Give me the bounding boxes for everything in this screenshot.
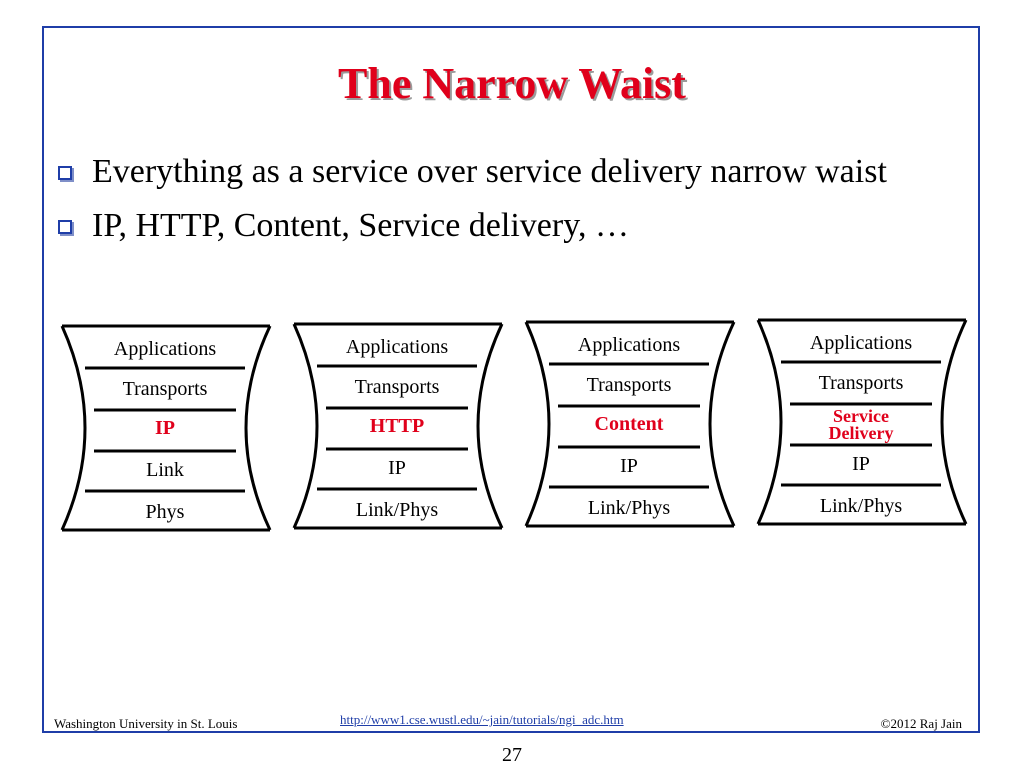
hourglass-shape bbox=[60, 324, 272, 532]
layer-applications: Applications bbox=[809, 332, 913, 354]
page-number: 27 bbox=[502, 744, 522, 766]
layer-link-phys: Link/Phys bbox=[819, 495, 903, 517]
footer-copyright: ©2012 Raj Jain bbox=[880, 716, 962, 731]
square-bullet-icon bbox=[58, 166, 72, 180]
bullet-text: Everything as a service over service del… bbox=[92, 153, 887, 190]
layer-ip: IP bbox=[388, 457, 406, 479]
layer-link: Link bbox=[146, 459, 184, 481]
layer-phys: Phys bbox=[145, 501, 185, 523]
layer-applications: Applications bbox=[113, 338, 217, 360]
layer-waist-highlight: Content bbox=[594, 413, 664, 435]
bullet-item: Everything as a service over service del… bbox=[56, 152, 956, 192]
square-bullet-icon bbox=[58, 220, 72, 234]
layer-waist-highlight-line-1: Service bbox=[833, 406, 889, 426]
layer-transports: Transports bbox=[354, 376, 440, 398]
footer-institution: Washington University in St. Louis bbox=[54, 716, 238, 731]
protocol-stack-diagram-4: Applications Transports Service Delivery… bbox=[754, 316, 968, 530]
bullet-list: Everything as a service over service del… bbox=[56, 152, 956, 260]
protocol-stack-diagram-1: Applications Transports IP Link Phys bbox=[58, 322, 272, 536]
layer-applications: Applications bbox=[345, 336, 449, 358]
layer-link-phys: Link/Phys bbox=[355, 499, 439, 521]
layer-transports: Transports bbox=[122, 378, 208, 400]
layer-ip: IP bbox=[620, 455, 638, 477]
bullet-item: IP, HTTP, Content, Service delivery, … bbox=[56, 206, 956, 246]
hourglass-shape bbox=[524, 320, 736, 528]
layer-applications: Applications bbox=[577, 334, 681, 356]
layer-ip: IP bbox=[852, 453, 870, 475]
footer-url-link[interactable]: http://www1.cse.wustl.edu/~jain/tutorial… bbox=[340, 712, 624, 727]
layer-transports: Transports bbox=[586, 374, 672, 396]
layer-transports: Transports bbox=[818, 372, 904, 394]
hourglass-shape bbox=[292, 322, 504, 530]
hourglass-shape bbox=[756, 318, 968, 526]
layer-waist-highlight: IP bbox=[155, 417, 175, 439]
protocol-stack-diagram-2: Applications Transports HTTP IP Link/Phy… bbox=[290, 320, 504, 534]
layer-link-phys: Link/Phys bbox=[587, 497, 671, 519]
slide-frame bbox=[42, 26, 980, 733]
layer-waist-highlight: HTTP bbox=[369, 415, 425, 437]
bullet-text: IP, HTTP, Content, Service delivery, … bbox=[92, 207, 629, 244]
layer-waist-highlight-line-2: Delivery bbox=[828, 423, 894, 443]
slide-title: The Narrow Waist bbox=[338, 59, 686, 108]
protocol-stack-diagram-3: Applications Transports Content IP Link/… bbox=[522, 318, 736, 532]
